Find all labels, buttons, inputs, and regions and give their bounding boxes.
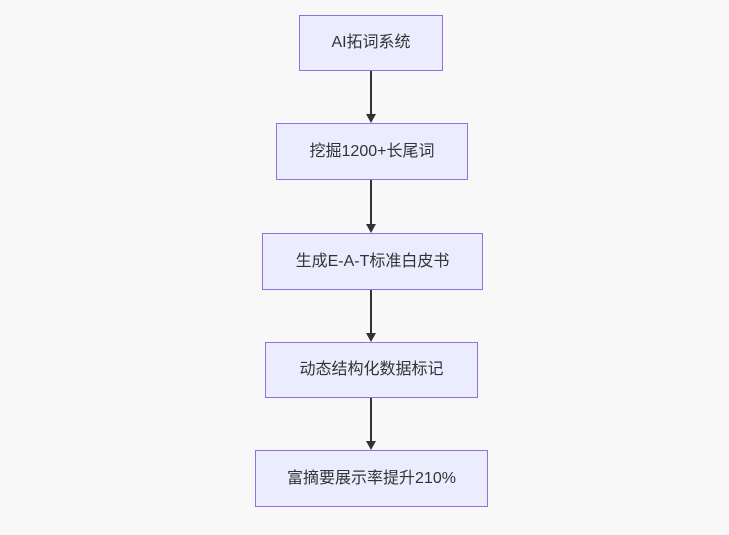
flow-node-label: 挖掘1200+长尾词 <box>309 142 435 160</box>
flow-node-label: 动态结构化数据标记 <box>299 361 444 379</box>
edge-line <box>370 290 372 333</box>
flow-node-rich-snippet-uplift: 富摘要展示率提升210% <box>255 450 488 507</box>
edge-line <box>370 180 372 224</box>
flow-node-label: AI拓词系统 <box>331 34 411 52</box>
flow-node-label: 生成E-A-T标准白皮书 <box>295 252 450 270</box>
flow-node-longtail-mining: 挖掘1200+长尾词 <box>276 123 468 180</box>
flow-edge-4 <box>365 398 377 450</box>
flow-node-eat-whitepaper: 生成E-A-T标准白皮书 <box>262 233 483 290</box>
flow-edge-3 <box>365 290 377 342</box>
flow-node-ai-keyword-system: AI拓词系统 <box>299 15 443 71</box>
flow-node-label: 富摘要展示率提升210% <box>287 469 456 487</box>
arrowhead-down-icon <box>366 114 376 123</box>
flow-edge-1 <box>365 71 377 123</box>
edge-line <box>370 398 372 441</box>
flow-node-structured-data-markup: 动态结构化数据标记 <box>265 342 478 398</box>
flow-edge-2 <box>365 180 377 233</box>
arrowhead-down-icon <box>366 441 376 450</box>
edge-line <box>370 71 372 114</box>
arrowhead-down-icon <box>366 224 376 233</box>
arrowhead-down-icon <box>366 333 376 342</box>
